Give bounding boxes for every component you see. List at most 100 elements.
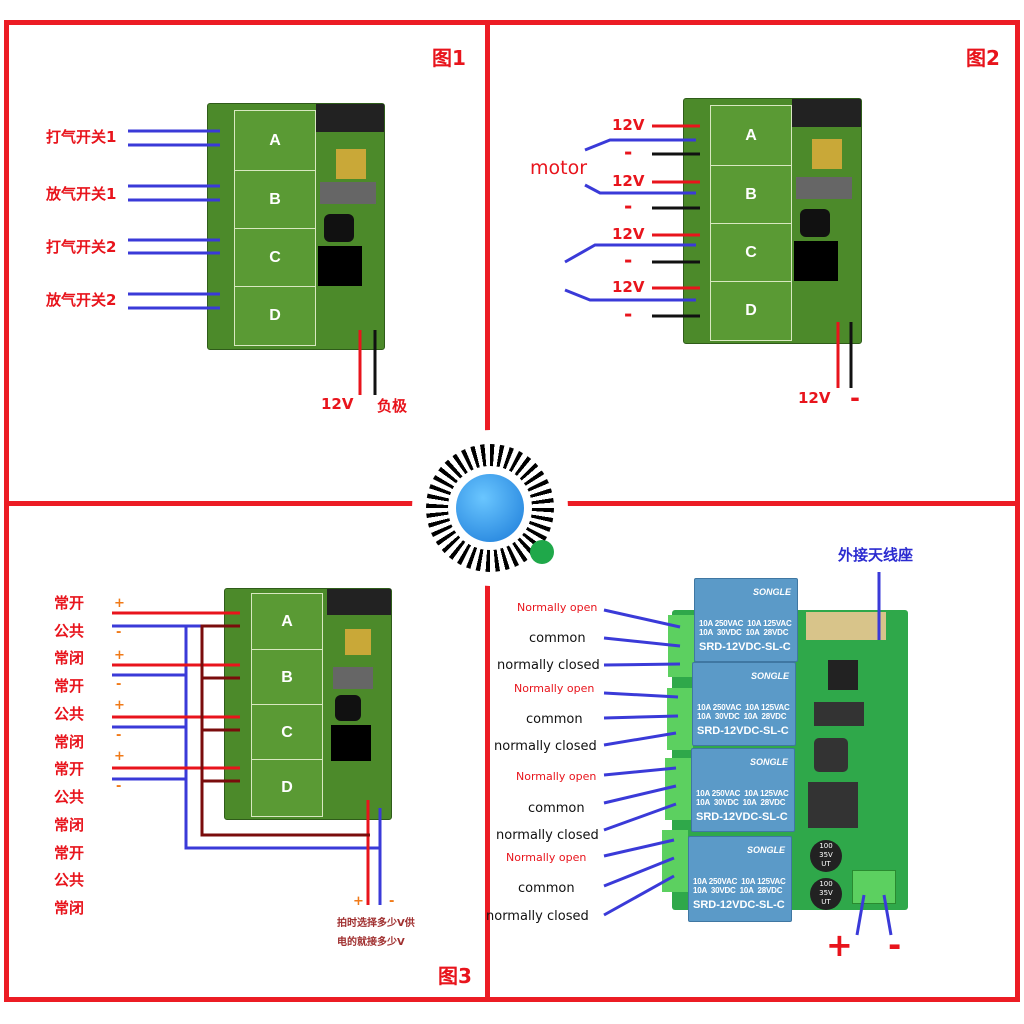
figure-3-label: 图3 xyxy=(438,964,472,988)
polarity-mark: + xyxy=(114,749,125,764)
minus-label: - xyxy=(624,194,633,218)
terminal-block xyxy=(667,688,693,750)
inductor xyxy=(814,738,848,772)
relay-label: B xyxy=(269,191,281,208)
relay-label: B xyxy=(745,186,757,203)
normally-open-label: Normally open xyxy=(516,770,597,783)
mcu-chip xyxy=(828,660,858,690)
common-label: common xyxy=(528,801,585,816)
power-plus-mark: + xyxy=(353,894,364,909)
normally-closed-label: normally closed xyxy=(496,828,599,843)
relay-model: SRD-12VDC-SL-C xyxy=(699,641,791,653)
mini-program-qr-code[interactable] xyxy=(412,430,568,586)
relay-brand: SONGLE xyxy=(750,757,789,767)
power-minus-mark: - xyxy=(389,894,395,909)
relay-label: B xyxy=(281,668,293,686)
relay-model: SRD-12VDC-SL-C xyxy=(696,811,788,823)
panel1-board: A B C D xyxy=(207,103,385,350)
polarity-mark: + xyxy=(114,698,125,713)
relay-model: SRD-12VDC-SL-C xyxy=(693,899,785,911)
motor-label: motor xyxy=(530,157,588,179)
power-note-line1: 拍时选择多少V供 xyxy=(337,918,415,929)
terminal-label: 常闭 xyxy=(54,816,85,834)
wire xyxy=(564,138,696,302)
capacitor: 100 35V UT xyxy=(810,840,842,872)
switch-label: 打气开关1 xyxy=(46,128,117,146)
relay-label: C xyxy=(269,249,281,266)
wire xyxy=(652,152,700,318)
relay-brand: SONGLE xyxy=(751,671,790,681)
panel3-board: A B C D xyxy=(224,588,392,820)
polarity-mark: - xyxy=(116,677,122,692)
power-terminal-block xyxy=(852,870,896,904)
wire xyxy=(112,611,240,770)
logo-icon xyxy=(456,474,524,542)
terminal-label: 公共 xyxy=(54,788,85,806)
polarity-mark: - xyxy=(116,625,122,640)
power-pointer xyxy=(855,894,893,936)
relay-label: D xyxy=(281,779,293,796)
supply-label: 12V xyxy=(612,225,645,243)
panel2-board: A B C D xyxy=(683,98,862,344)
relay-label: C xyxy=(281,723,293,741)
relay-label: A xyxy=(745,127,757,144)
relay-label: A xyxy=(281,613,293,630)
switch-label: 放气开关1 xyxy=(46,185,117,203)
polarity-mark: - xyxy=(116,728,122,743)
regulator xyxy=(808,782,858,828)
polarity-mark: - xyxy=(116,779,122,794)
wire xyxy=(112,624,382,850)
minus-label: - xyxy=(624,140,633,164)
common-label: common xyxy=(529,631,586,646)
common-wire xyxy=(200,624,370,837)
capacitor-label: 100 35V UT xyxy=(819,842,833,868)
relay-label: C xyxy=(745,244,757,261)
terminal-label: 常开 xyxy=(54,844,85,862)
common-label: common xyxy=(526,712,583,727)
power-minus-label: - xyxy=(888,926,902,964)
antenna-label: 外接天线座 xyxy=(838,546,914,564)
normally-closed-label: normally closed xyxy=(486,909,589,924)
switch-label: 放气开关2 xyxy=(46,291,117,309)
power-positive-label: 12V xyxy=(798,389,831,407)
terminal-label: 常闭 xyxy=(54,899,85,917)
terminal-label: 常开 xyxy=(54,594,85,612)
polarity-mark: + xyxy=(114,596,125,611)
power-negative-label: 负极 xyxy=(377,397,408,415)
capacitor: 100 35V UT xyxy=(810,878,842,910)
terminal-label: 公共 xyxy=(54,622,85,640)
supply-label: 12V xyxy=(612,278,645,296)
polarity-mark: + xyxy=(114,648,125,663)
frame-bottom xyxy=(4,997,1020,1002)
frame-top xyxy=(4,20,1020,25)
antenna-area xyxy=(806,612,886,640)
terminal-label: 常闭 xyxy=(54,649,85,667)
terminal-label: 常闭 xyxy=(54,733,85,751)
normally-open-label: Normally open xyxy=(517,601,598,614)
power-plus-label: + xyxy=(826,926,853,964)
terminal-label: 常开 xyxy=(54,677,85,695)
normally-closed-label: normally closed xyxy=(494,739,597,754)
relay-label: A xyxy=(269,132,281,149)
figure-1-label: 图1 xyxy=(432,46,466,70)
terminal-label: 公共 xyxy=(54,871,85,889)
terminal-label: 公共 xyxy=(54,705,85,723)
frame-left xyxy=(4,20,9,1002)
capacitor-label: 100 35V UT xyxy=(819,880,833,906)
relay-label: D xyxy=(269,307,281,324)
normally-closed-label: normally closed xyxy=(497,658,600,673)
normally-open-label: Normally open xyxy=(514,682,595,695)
common-label: common xyxy=(518,881,575,896)
supply-label: 12V xyxy=(612,116,645,134)
frame-right xyxy=(1015,20,1020,1002)
power-negative-label: - xyxy=(850,384,860,412)
